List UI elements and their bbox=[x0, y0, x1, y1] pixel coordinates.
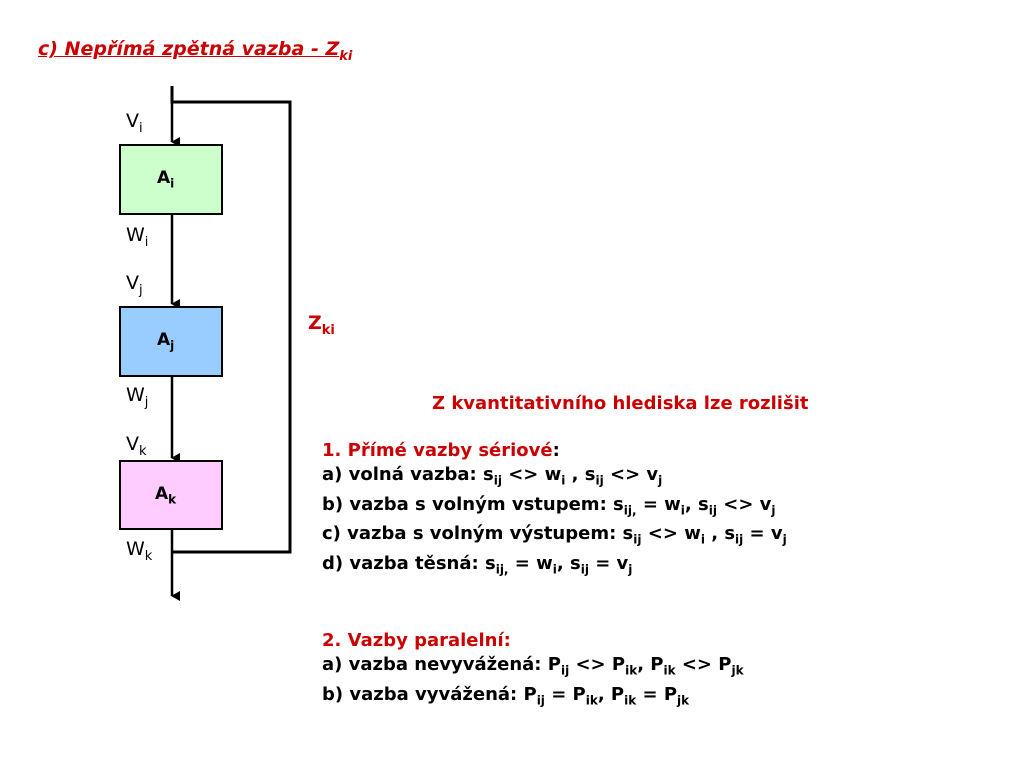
block-aj bbox=[119, 306, 223, 377]
label-vi: Vi bbox=[126, 110, 143, 136]
section2-item-b: b) vazba vyvážená: Pij = Pik, Pik = Pjk bbox=[322, 683, 690, 708]
label-vk: Vk bbox=[126, 433, 147, 459]
section2-block: 2. Vazby paralelní: a) vazba nevyvážená:… bbox=[322, 629, 744, 712]
label-wk: Wk bbox=[126, 538, 153, 564]
block-ak-label: Ak bbox=[155, 484, 177, 507]
block-ak bbox=[119, 460, 223, 530]
label-vj: Vj bbox=[126, 272, 143, 298]
page-title: c) Nepřímá zpětná vazba - Zki bbox=[38, 38, 353, 64]
section1-title: 1. Přímé vazby sériové: bbox=[322, 440, 560, 461]
section1-item-a: a) volná vazba: sij <> wi , sij <> vj bbox=[322, 464, 663, 488]
section2-item-a: a) vazba nevyvážená: Pij <> Pik, Pik <> … bbox=[322, 654, 744, 678]
block-ai bbox=[119, 144, 223, 215]
feedback-label: Zki bbox=[308, 312, 335, 338]
section1-item-b: b) vazba s volným vstupem: sij, = wi, si… bbox=[322, 493, 776, 518]
section1-item-d: d) vazba těsná: sij, = wi, sij = vj bbox=[322, 552, 633, 577]
section1-block: 1. Přímé vazby sériové: a) volná vazba: … bbox=[322, 439, 787, 581]
feedback-loop-line bbox=[170, 86, 292, 554]
block-aj-label: Aj bbox=[157, 330, 175, 353]
section1-item-c: c) vazba s volným výstupem: sij <> wi , … bbox=[322, 523, 787, 547]
label-wj: Wj bbox=[126, 384, 149, 410]
label-wi: Wi bbox=[126, 224, 149, 250]
classification-heading: Z kvantitativního hlediska lze rozlišit bbox=[432, 393, 809, 414]
block-ai-label: Ai bbox=[157, 168, 175, 191]
section2-title: 2. Vazby paralelní: bbox=[322, 630, 511, 651]
